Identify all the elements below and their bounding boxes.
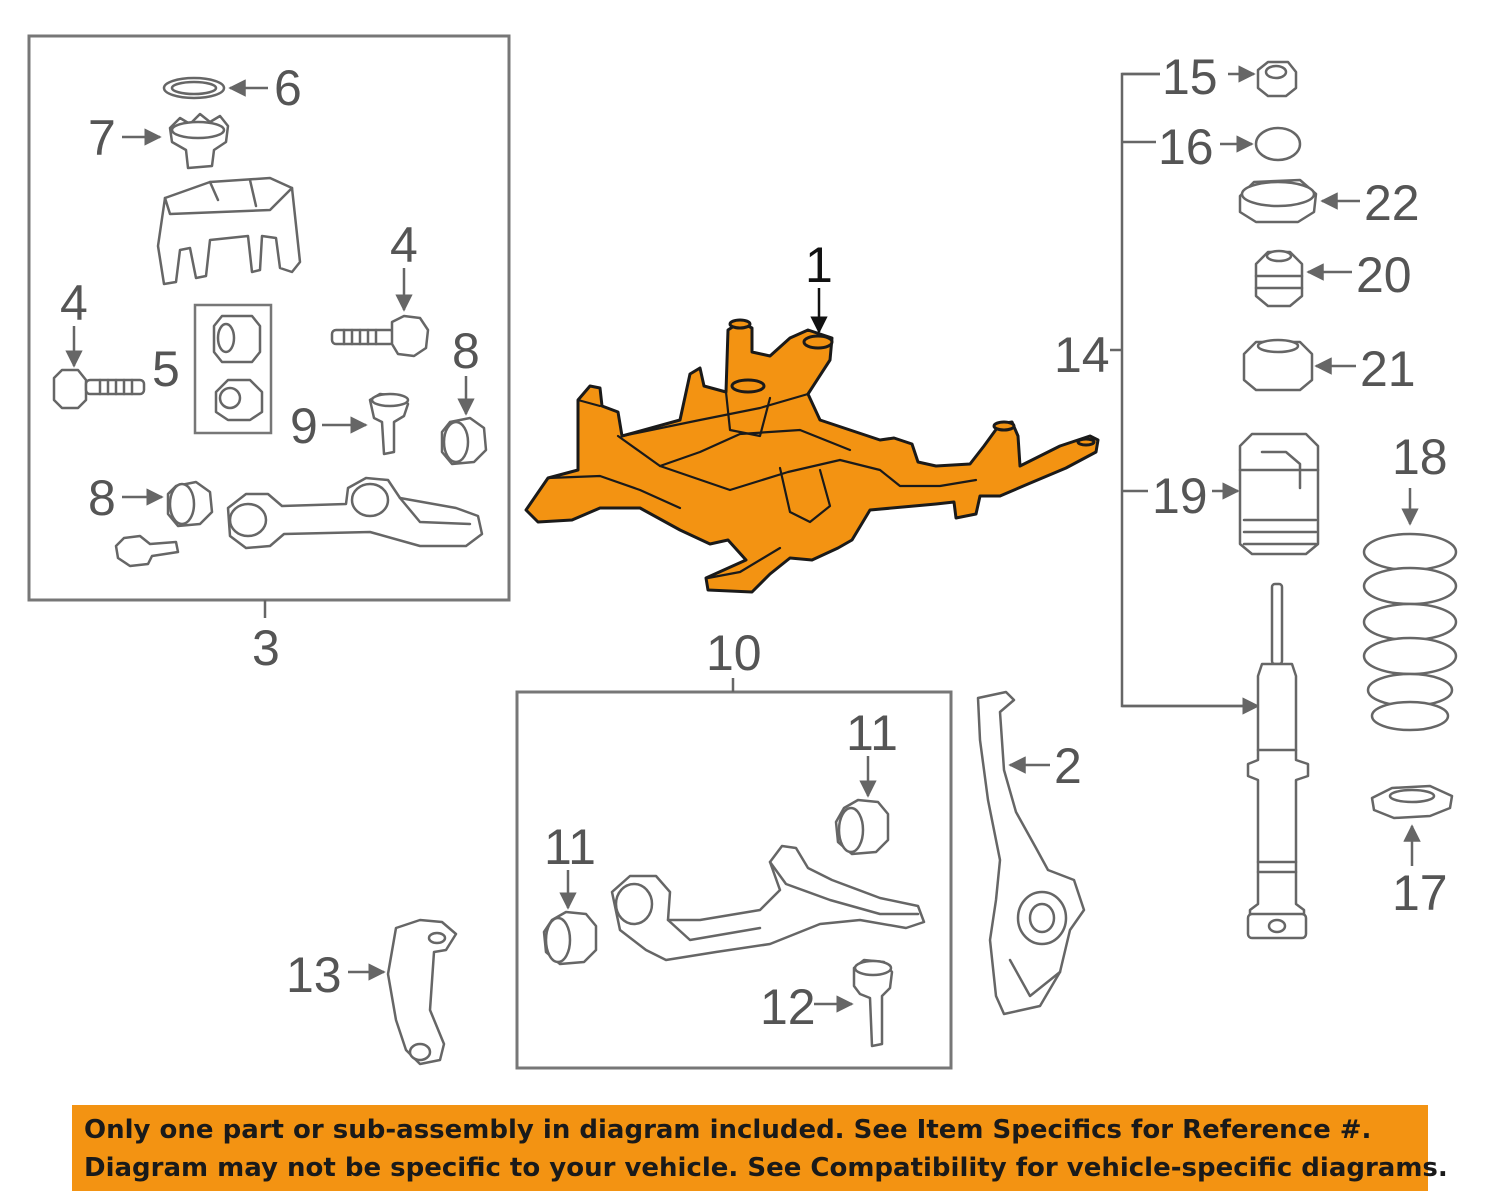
group-5-box (193, 303, 273, 435)
callout-20: 20 (1356, 247, 1412, 303)
callout-8-right: 8 (452, 323, 480, 379)
dust-boot-part-19 (1238, 432, 1320, 556)
bump-stop-part-20 (1254, 249, 1304, 308)
upper-control-arm (226, 476, 484, 550)
bushing-part-11-right (834, 798, 890, 856)
spring-seat-part-17 (1370, 784, 1454, 820)
callout-1: 1 (805, 237, 833, 293)
ball-joint-part-12 (852, 958, 894, 1048)
upper-mount-bracket (156, 176, 302, 286)
callout-12: 12 (760, 979, 816, 1035)
dust-cap-part-21 (1242, 338, 1314, 392)
callout-16: 16 (1158, 119, 1214, 175)
bushing-part-8-right (440, 416, 488, 466)
callout-15: 15 (1162, 49, 1218, 105)
lower-control-arm (610, 844, 926, 962)
strut-shock-absorber (1246, 582, 1310, 940)
steering-knuckle-part-2 (976, 690, 1086, 1016)
notice-banner: Only one part or sub-assembly in diagram… (72, 1105, 1448, 1191)
callout-19: 19 (1152, 468, 1208, 524)
callout-6: 6 (274, 60, 302, 116)
callout-7: 7 (88, 110, 116, 166)
bracket-part-13 (386, 918, 458, 1066)
callout-4-right: 4 (390, 217, 418, 273)
callout-2: 2 (1054, 738, 1082, 794)
callout-21: 21 (1360, 341, 1416, 397)
callout-11-left: 11 (544, 819, 596, 875)
callout-3: 3 (252, 620, 280, 676)
callout-5: 5 (152, 341, 180, 397)
callout-8-left: 8 (88, 470, 116, 526)
notice-line-1: Only one part or sub-assembly in diagram… (84, 1115, 1372, 1145)
front-subframe-part-1 (524, 318, 1100, 594)
callout-17: 17 (1392, 865, 1448, 921)
callout-18: 18 (1392, 429, 1448, 485)
coil-spring-part-18 (1362, 532, 1458, 732)
callout-9: 9 (290, 398, 318, 454)
bushing-part-8-left (166, 480, 214, 528)
callout-22: 22 (1364, 175, 1420, 231)
bolt-part-4-left (52, 368, 146, 410)
ball-stud (114, 534, 180, 568)
callout-10: 10 (706, 625, 762, 681)
bushing-part-5 (212, 314, 264, 422)
nut-part-15 (1256, 60, 1298, 98)
callout-14: 14 (1054, 327, 1110, 383)
callout-4-left: 4 (60, 275, 88, 331)
strut-mount-part-22 (1238, 178, 1318, 224)
callout-13: 13 (286, 947, 342, 1003)
callout-11-right: 11 (846, 705, 898, 761)
bolt-part-4-right (330, 314, 430, 358)
o-ring-part-16 (1254, 126, 1302, 162)
bushing-part-11-left (542, 910, 598, 966)
cap-part-7 (168, 112, 230, 170)
notice-line-2: Diagram may not be specific to your vehi… (84, 1153, 1448, 1183)
ball-joint-part-9 (368, 392, 410, 456)
seal-ring-part-6 (162, 76, 226, 100)
group-3-box (27, 34, 511, 602)
